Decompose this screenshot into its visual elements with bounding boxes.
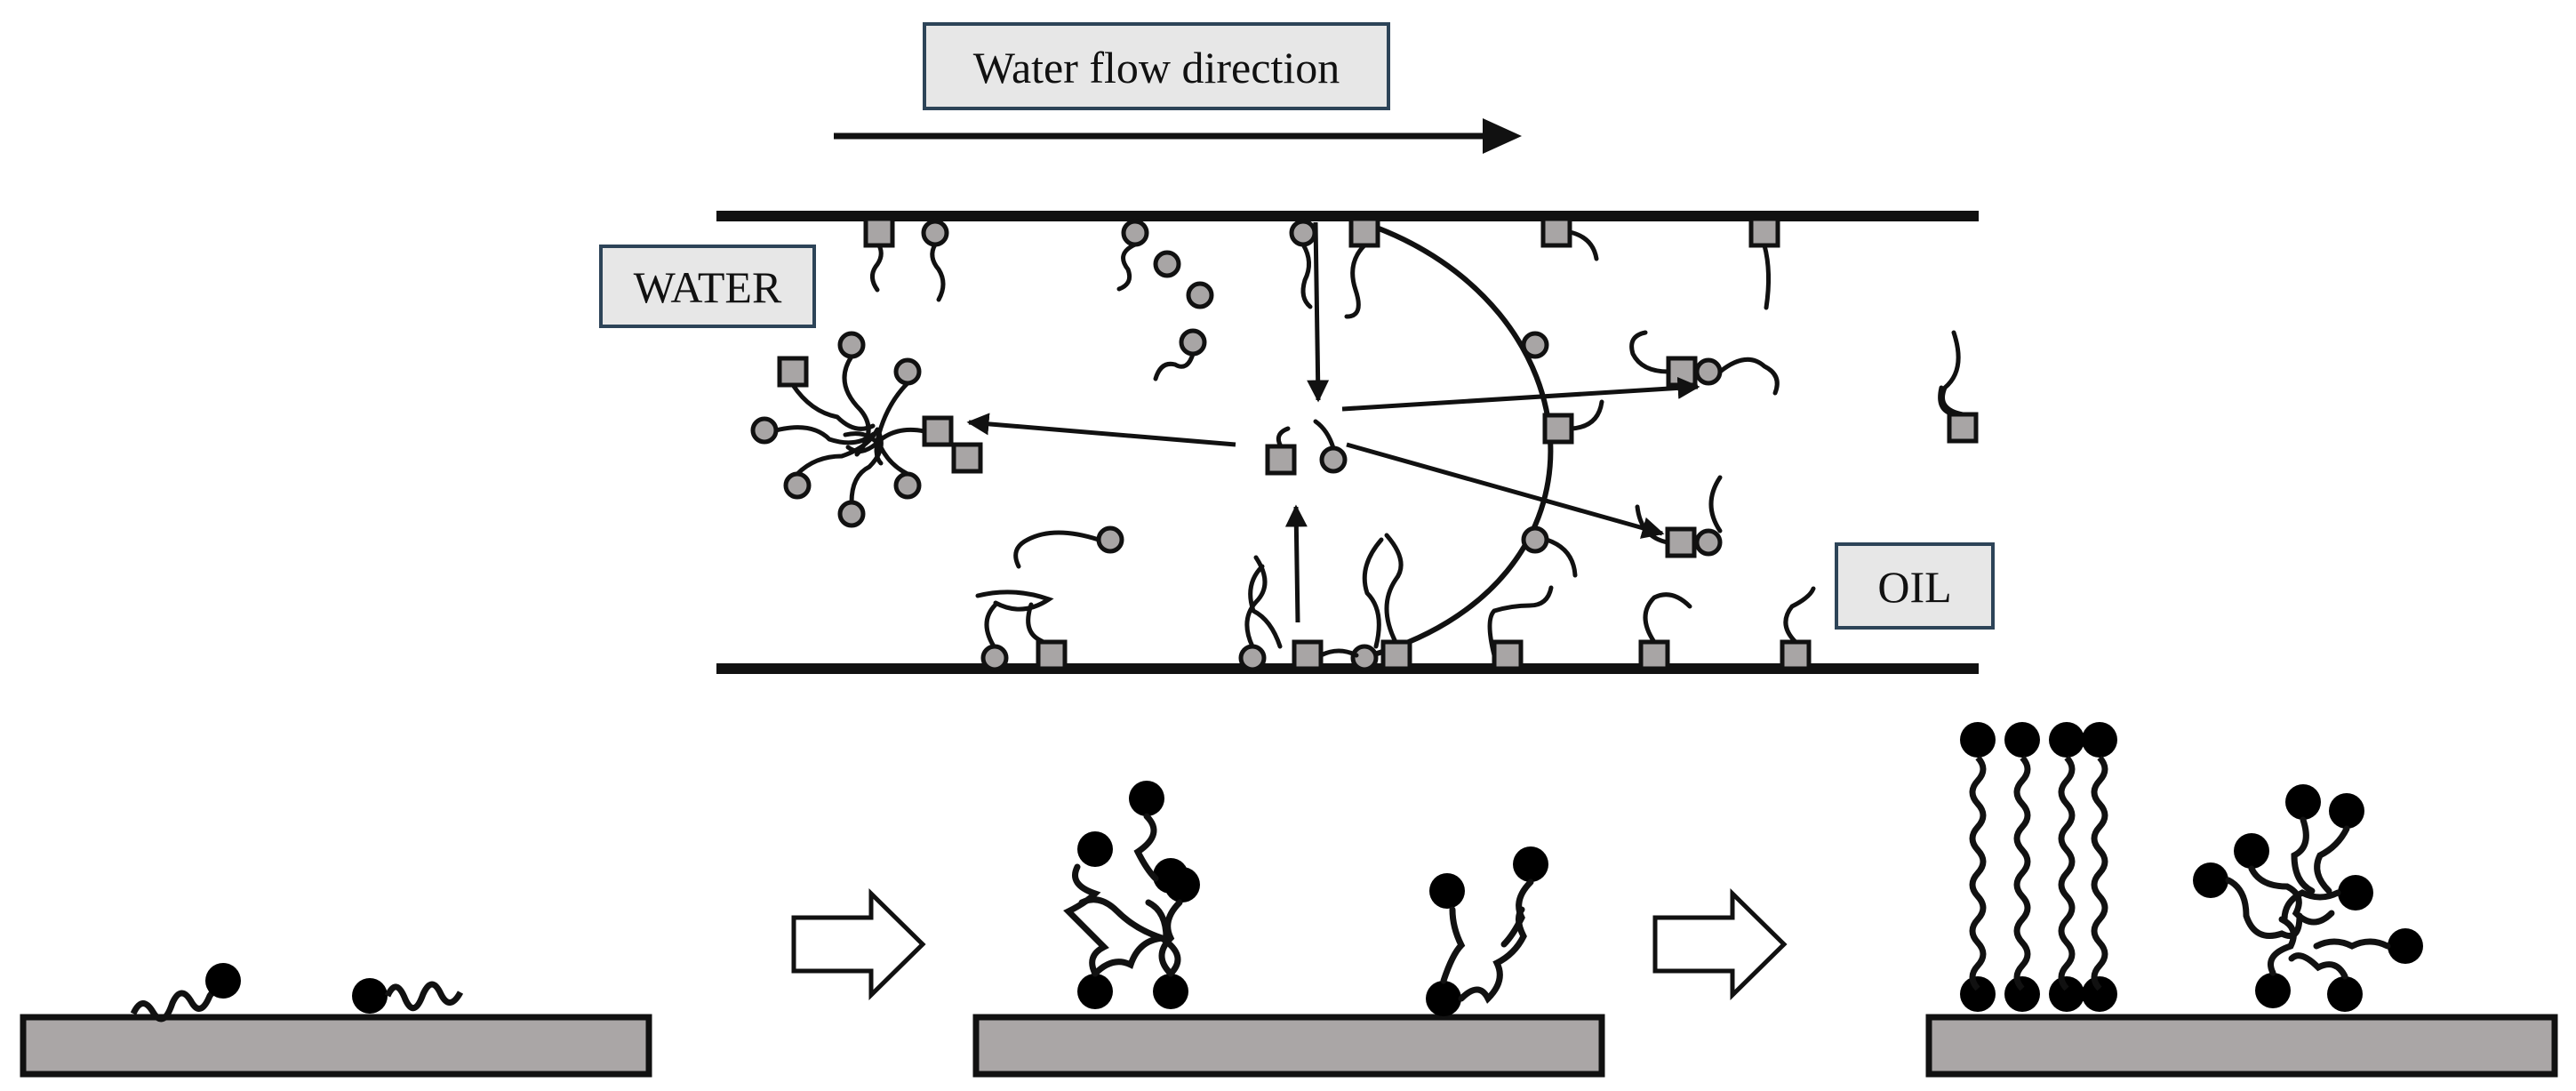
surfactant-head [205, 963, 241, 999]
stage-arrow-2 [1652, 888, 1788, 1000]
oil-label-box: OIL [1835, 542, 1995, 630]
water-label: WATER [634, 262, 782, 312]
flow-direction-arrow [834, 118, 1522, 154]
stage-panel-2 [972, 781, 1605, 1078]
channel-molecules [750, 216, 1979, 672]
oil-label: OIL [1877, 562, 1951, 612]
stage-panel-1 [20, 963, 652, 1078]
stage-panel-3 [1925, 722, 2558, 1078]
surface-molecule-square [863, 216, 895, 248]
flow-label: Water flow direction [973, 43, 1340, 92]
stage-arrow-1 [791, 888, 926, 1000]
substrate [1925, 1014, 2558, 1078]
surface-molecule-circle [921, 219, 949, 247]
flow-label-box: Water flow direction [923, 22, 1390, 110]
movement-arrows [966, 221, 1700, 623]
substrate [20, 1014, 652, 1078]
substrate [972, 1014, 1605, 1078]
water-label-box: WATER [599, 245, 816, 328]
